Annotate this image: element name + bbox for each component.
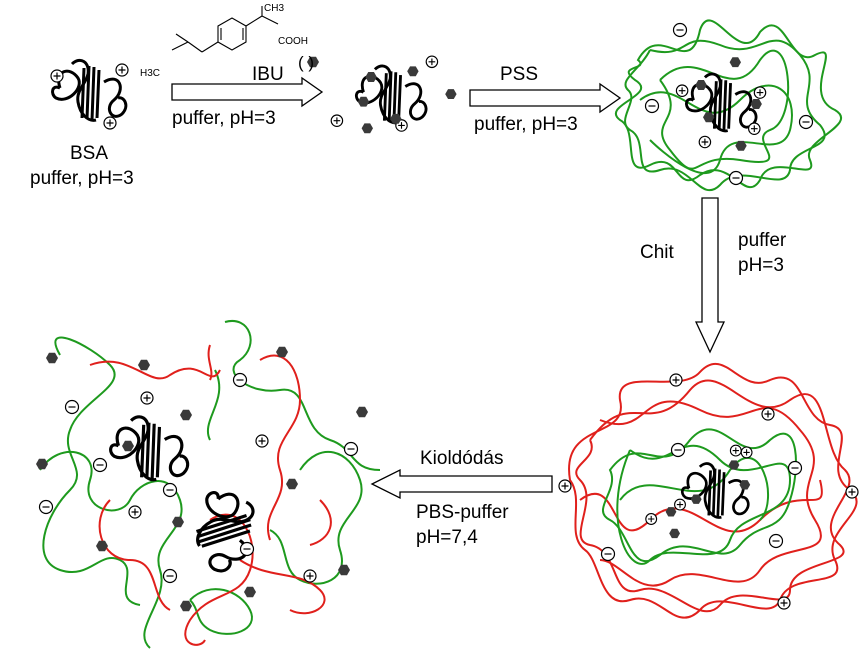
step2-arrow [469,82,622,114]
step1-arrow [171,76,324,108]
ibu-symbol-paren: ( ) [298,53,315,72]
ch3-label: CH3 [264,3,284,14]
bsa-ibu-complex [330,55,457,134]
bsa-protein [50,58,129,130]
step3-condition-line1: puffer [738,230,787,251]
step3-arrow [694,197,726,354]
chit-label: Chit [640,242,674,263]
bsa-condition-label: puffer, pH=3 [30,168,134,189]
release-condition-line2: pH=7,4 [416,527,478,548]
ibuprofen-structure [171,6,279,53]
h3c-label: H3C [140,68,160,79]
bsa-label: BSA [70,143,109,164]
step1-condition-label: puffer, pH=3 [172,108,276,129]
ibu-label: IBU [252,64,284,85]
release-label: Kioldódás [420,448,504,469]
released-system [36,319,381,649]
release-arrow [370,468,553,500]
release-condition-line1: PBS-puffer [416,502,509,523]
cooh-label: COOH [278,36,308,47]
pss-coated-particle [615,19,843,192]
step3-condition-line2: pH=3 [738,255,784,276]
pss-label: PSS [500,64,539,85]
step2-condition-label: puffer, pH=3 [474,114,578,135]
chitosan-coated-particle [558,362,859,619]
